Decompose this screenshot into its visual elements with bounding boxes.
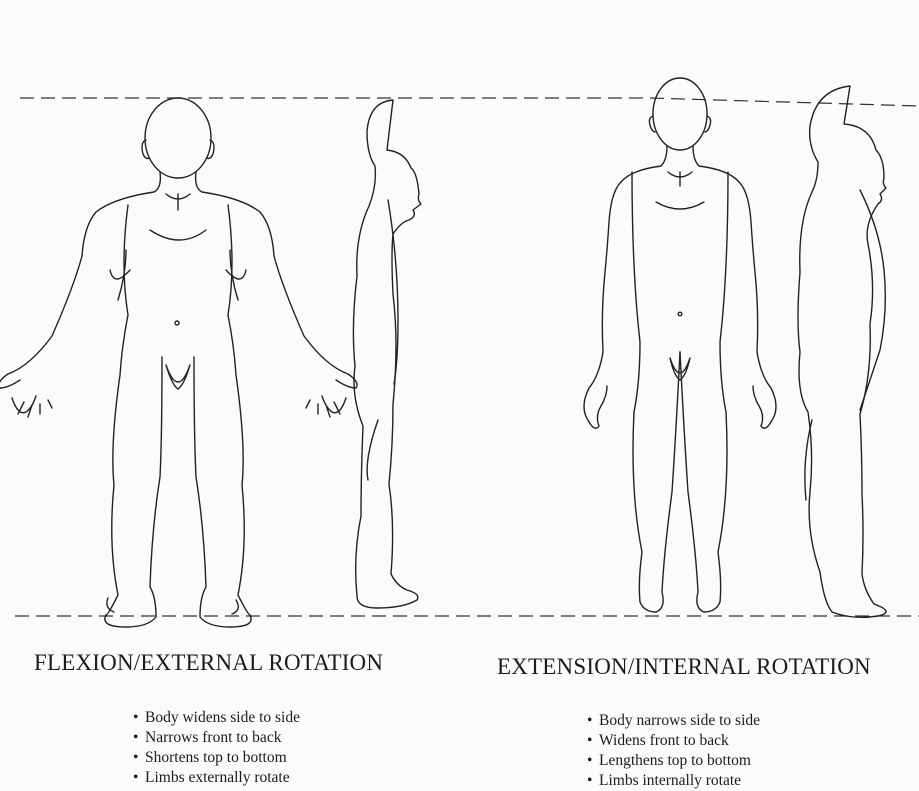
list-item: •Shortens top to bottom xyxy=(133,748,300,768)
bullet-text: Body narrows side to side xyxy=(599,712,760,729)
bullet-icon: • xyxy=(587,711,599,731)
list-item: •Narrows front to back xyxy=(133,728,300,748)
bullet-text: Body widens side to side xyxy=(145,709,300,726)
bullet-icon: • xyxy=(133,768,145,788)
body-diagram xyxy=(0,0,919,640)
flexion-bullet-list: •Body widens side to side •Narrows front… xyxy=(133,708,300,788)
bullet-icon: • xyxy=(133,708,145,728)
bullet-icon: • xyxy=(133,748,145,768)
flexion-side-figure-icon xyxy=(353,100,421,608)
list-item: •Limbs internally rotate xyxy=(587,771,760,791)
list-item: •Body widens side to side xyxy=(133,708,300,728)
bullet-text: Limbs externally rotate xyxy=(145,769,290,786)
bullet-text: Lengthens top to bottom xyxy=(599,752,751,769)
list-item: •Body narrows side to side xyxy=(587,711,760,731)
list-item: •Widens front to back xyxy=(587,731,760,751)
list-item: •Limbs externally rotate xyxy=(133,768,300,788)
bullet-text: Narrows front to back xyxy=(145,729,281,746)
extension-bullet-list: •Body narrows side to side •Widens front… xyxy=(587,711,760,791)
bullet-text: Widens front to back xyxy=(599,732,729,749)
bullet-icon: • xyxy=(587,751,599,771)
bullet-icon: • xyxy=(133,728,145,748)
extension-title: EXTENSION/INTERNAL ROTATION xyxy=(497,654,871,680)
flexion-title: FLEXION/EXTERNAL ROTATION xyxy=(34,650,383,676)
bullet-icon: • xyxy=(587,731,599,751)
flexion-front-figure-icon xyxy=(0,98,357,627)
top-guide-line-right xyxy=(650,98,919,106)
bullet-text: Shortens top to bottom xyxy=(145,749,287,766)
list-item: •Lengthens top to bottom xyxy=(587,751,760,771)
bullet-text: Limbs internally rotate xyxy=(599,772,741,789)
bullet-icon: • xyxy=(587,771,599,791)
extension-side-figure-icon xyxy=(798,86,886,617)
extension-front-figure-icon xyxy=(584,78,776,612)
